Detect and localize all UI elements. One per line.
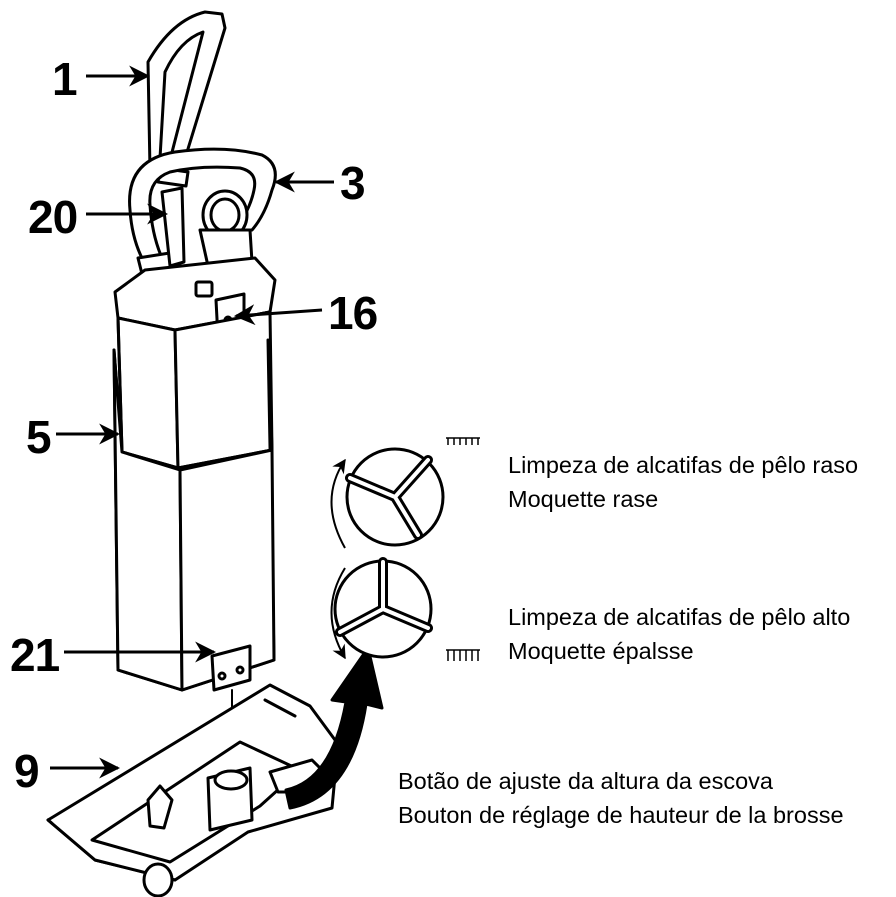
main-body [116, 310, 274, 470]
rotate-counterclockwise-arrow-icon [330, 458, 346, 549]
callout-1: 1 [52, 53, 78, 105]
caption-long-pile-pt: Limpeza de alcatifas de pêlo alto [508, 604, 851, 630]
caption-long-pile-fr: Moquette épalsse [508, 638, 694, 664]
lower-housing [112, 338, 276, 692]
hose-swivel [198, 189, 254, 268]
callout-3: 3 [340, 157, 366, 209]
leader-16 [233, 304, 323, 326]
caption-brush-knob: Botão de ajuste da altura da escova Bout… [398, 764, 844, 832]
callout-5: 5 [26, 411, 52, 463]
callout-9: 9 [14, 745, 40, 797]
callout-16: 16 [328, 287, 378, 339]
caption-short-pile-fr: Moquette rase [508, 486, 659, 512]
callout-21: 21 [10, 629, 60, 681]
rotate-clockwise-arrow-icon [330, 567, 346, 660]
caption-brush-knob-pt: Botão de ajuste da altura da escova [398, 768, 773, 794]
caption-short-pile-pt: Limpeza de alcatifas de pêlo raso [508, 452, 859, 478]
callout-20: 20 [28, 191, 78, 243]
dial-long-pile [333, 557, 433, 659]
dial-short-pile [345, 447, 445, 547]
base [46, 683, 340, 897]
dial-arrow [284, 646, 384, 810]
short-pile-carpet-icon [446, 437, 480, 445]
caption-brush-knob-fr: Bouton de réglage de hauteur de la bross… [398, 802, 844, 828]
long-pile-carpet-icon [446, 649, 480, 661]
caption-short-pile: Limpeza de alcatifas de pêlo raso Moquet… [508, 448, 858, 516]
caption-long-pile: Limpeza de alcatifas de pêlo alto Moquet… [508, 600, 850, 668]
